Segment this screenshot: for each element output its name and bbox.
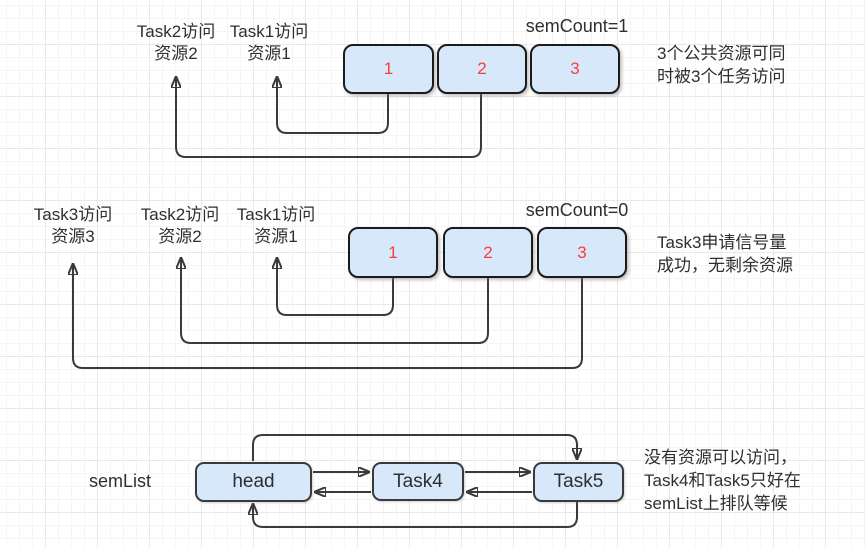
resource-box-top-3: 3 [530,44,620,94]
arrow-mid-box3-to-task3 [73,264,583,369]
sem-count-0-label: semCount=0 [525,200,629,220]
note-line: Task3申请信号量 [657,233,787,252]
note-line: 时被3个任务访问 [657,67,786,86]
node-head: head [195,462,312,502]
label-task2-access-resource2-mid: Task2访问 资源2 [115,204,245,248]
resource-box-top-2: 2 [437,44,527,94]
label-line: 资源3 [51,227,95,246]
node-label: Task4 [393,470,443,492]
label-line: Task1访问 [229,22,309,41]
resource-number: 3 [570,59,580,78]
label-line: 资源2 [158,227,202,246]
label-line: Task2访问 [140,205,220,224]
semlist-label: semList [89,471,152,491]
label-line: Task3访问 [33,205,113,224]
label-line: 资源1 [247,44,291,63]
arrow-top-box1-to-task1 [277,77,389,134]
note-middle: Task3申请信号量 成功，无剩余资源 [657,231,793,277]
label-task3-access-resource3: Task3访问 资源3 [8,204,138,248]
label-line: 资源2 [154,44,198,63]
note-top: 3个公共资源可同 时被3个任务访问 [657,42,785,88]
arrow-top-box2-to-task2 [176,77,482,158]
resource-number: 1 [388,242,398,262]
arrow-task5-to-head-bottom-loop [253,501,578,528]
label-line: Task2访问 [136,22,216,41]
resource-box-mid-2: 2 [443,227,533,278]
resource-number: 2 [477,59,487,78]
note-line: 没有资源可以访问， [644,448,797,467]
arrow-mid-box1-to-task1 [277,258,394,316]
sem-count-1-label: semCount=1 [525,16,629,36]
arrow-mid-box2-to-task2 [181,258,489,344]
node-label: head [232,471,275,492]
note-line: 3个公共资源可同 [657,44,786,63]
resource-box-top-1: 1 [343,44,434,94]
resource-box-mid-3: 3 [537,227,627,278]
resource-number: 2 [483,242,493,262]
resource-number: 1 [383,59,394,78]
resource-number: 3 [577,242,587,262]
note-line: 成功，无剩余资源 [657,256,793,275]
note-line: semList上排队等候 [644,494,788,513]
arrow-head-to-task5-top-loop [252,434,577,461]
resource-box-mid-1: 1 [348,227,438,278]
label-task2-access-resource2: Task2访问 资源2 [111,21,241,65]
node-task4: Task4 [372,462,464,501]
label-line: 资源1 [254,227,298,246]
note-bottom: 没有资源可以访问， Task4和Task5只好在 semList上排队等候 [644,446,801,515]
label-task1-access-resource1-mid: Task1访问 资源1 [211,204,341,248]
node-task5: Task5 [533,462,624,502]
note-line: Task4和Task5只好在 [644,471,801,490]
label-line: Task1访问 [236,205,316,224]
label-task1-access-resource1: Task1访问 资源1 [204,21,334,65]
node-label: Task5 [553,471,604,492]
